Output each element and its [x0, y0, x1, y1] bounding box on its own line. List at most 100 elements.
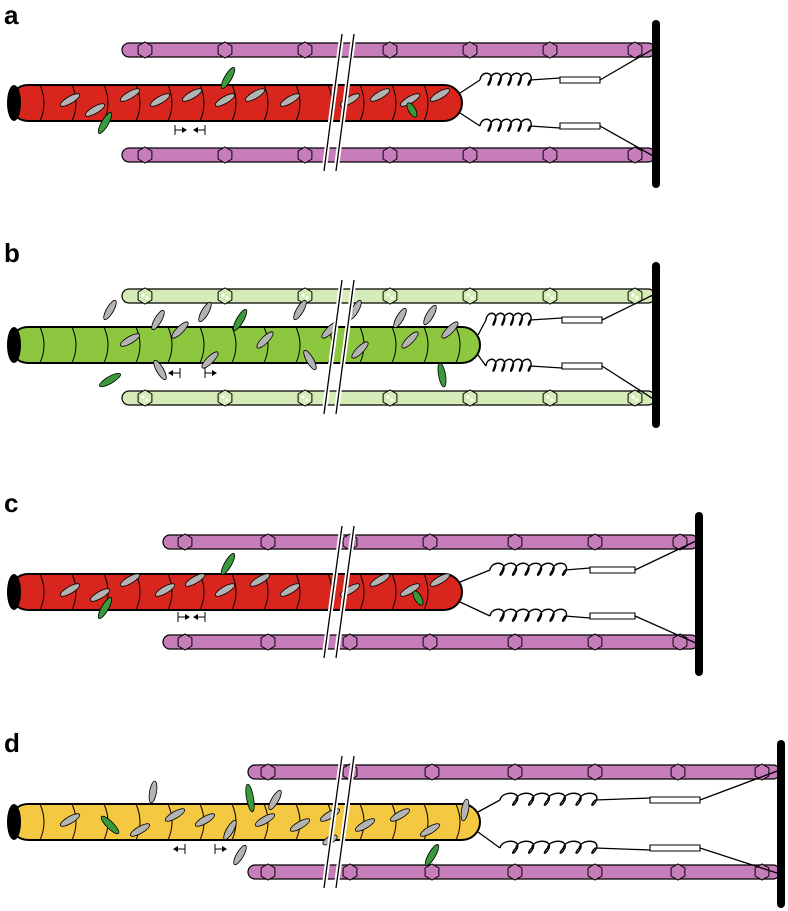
titin-line-top [529, 317, 563, 321]
troponin-hexagon [587, 863, 603, 881]
thick-segment-line [103, 326, 109, 364]
troponin-hexagon [137, 146, 153, 164]
troponin-hexagon [137, 287, 153, 305]
thick-segment-line [455, 326, 461, 364]
myosin-head-grey [59, 93, 81, 107]
thick-segment-line [391, 803, 397, 841]
troponin-mark [386, 293, 390, 297]
panel-group [7, 262, 660, 428]
titin-link-top [477, 319, 487, 336]
titin-to-zdisk-bottom [699, 847, 781, 875]
panel-a: a [0, 0, 788, 200]
thick-segment-line [231, 84, 237, 122]
troponin-mark [305, 398, 309, 402]
myosin-head-grey [429, 88, 451, 102]
troponin-hexagon [342, 633, 358, 651]
troponin-mark [635, 296, 639, 300]
troponin-hexagon [507, 763, 523, 781]
thick-segment-line [39, 326, 45, 364]
titin-spring-top [479, 72, 532, 86]
troponin-mark [635, 398, 639, 402]
titin-to-zdisk-top [634, 539, 699, 571]
troponin-hexagon [342, 863, 358, 881]
troponin-hexagon [382, 389, 398, 407]
thick-segment-line [199, 84, 205, 122]
troponin-hexagon [424, 863, 440, 881]
troponin-hexagon [260, 633, 276, 651]
troponin-mark [470, 296, 474, 300]
titin-anchor-top [561, 316, 603, 324]
panel-group [7, 20, 660, 188]
troponin-mark [301, 293, 305, 297]
myosin-head-green [97, 112, 113, 134]
troponin-hexagon [260, 763, 276, 781]
thick-segment-line [135, 803, 141, 841]
myosin-head-green [437, 362, 447, 388]
troponin-hexagon [542, 41, 558, 59]
titin-link-bottom [459, 112, 481, 127]
thick-segment-line [39, 573, 45, 611]
myosin-head-grey [429, 573, 451, 587]
troponin-hexagon [422, 633, 438, 651]
troponin-hexagon [542, 146, 558, 164]
arrow-head [212, 370, 217, 376]
arrow-head [193, 614, 198, 620]
break-mark [335, 525, 355, 659]
titin-spring-bottom [499, 840, 598, 854]
myosin-head-grey [401, 331, 419, 349]
titin-line-bottom [529, 125, 561, 129]
titin-to-zdisk-top [699, 769, 781, 801]
troponin-mark [466, 293, 470, 297]
thick-segment-line [167, 84, 173, 122]
myosin-head-grey [303, 349, 317, 371]
myosin-head-grey [293, 299, 307, 321]
break-mark [323, 525, 343, 659]
thick-segment-line [391, 573, 397, 611]
troponin-hexagon [670, 763, 686, 781]
z-disk [695, 512, 703, 676]
myosin-head-green [220, 67, 236, 89]
thick-segment-line [295, 573, 301, 611]
troponin-hexagon [424, 763, 440, 781]
myosin-head-grey [181, 88, 203, 102]
myosin-head-grey [119, 88, 141, 102]
panel-group [7, 512, 703, 676]
troponin-hexagon [382, 146, 398, 164]
z-disk [652, 20, 660, 188]
myosin-head-grey [59, 813, 81, 827]
troponin-mark [390, 398, 394, 402]
arrow-head [185, 614, 190, 620]
myosin-head-grey [164, 808, 186, 822]
troponin-hexagon [137, 41, 153, 59]
titin-anchor-bottom [561, 362, 603, 370]
myosin-head-grey [59, 583, 81, 597]
thick-segment-line [199, 326, 205, 364]
thick-segment-line [71, 573, 77, 611]
troponin-hexagon [587, 763, 603, 781]
troponin-hexagon [297, 389, 313, 407]
troponin-hexagon [754, 863, 770, 881]
thick-filament-end [7, 327, 21, 363]
troponin-mark [470, 398, 474, 402]
myosin-head-grey [268, 789, 282, 811]
troponin-mark [301, 395, 305, 399]
titin-spring-bottom [479, 118, 532, 132]
arrow-head [222, 846, 227, 852]
thick-segment-line [423, 84, 429, 122]
thick-segment-line [135, 84, 141, 122]
thick-segment-line [71, 84, 77, 122]
titin-anchor-bottom [649, 844, 701, 852]
troponin-mark [141, 293, 145, 297]
troponin-hexagon [462, 287, 478, 305]
titin-to-zdisk-bottom [601, 365, 656, 401]
titin-spring-bottom [485, 358, 532, 372]
myosin-head-grey [148, 780, 158, 804]
troponin-mark [225, 398, 229, 402]
thick-segment-line [263, 326, 269, 364]
troponin-hexagon [462, 146, 478, 164]
thick-segment-line [135, 326, 141, 364]
myosin-head-grey [423, 304, 437, 326]
troponin-mark [145, 398, 149, 402]
titin-spring-top [485, 312, 532, 326]
myosin-head-green [220, 553, 236, 575]
